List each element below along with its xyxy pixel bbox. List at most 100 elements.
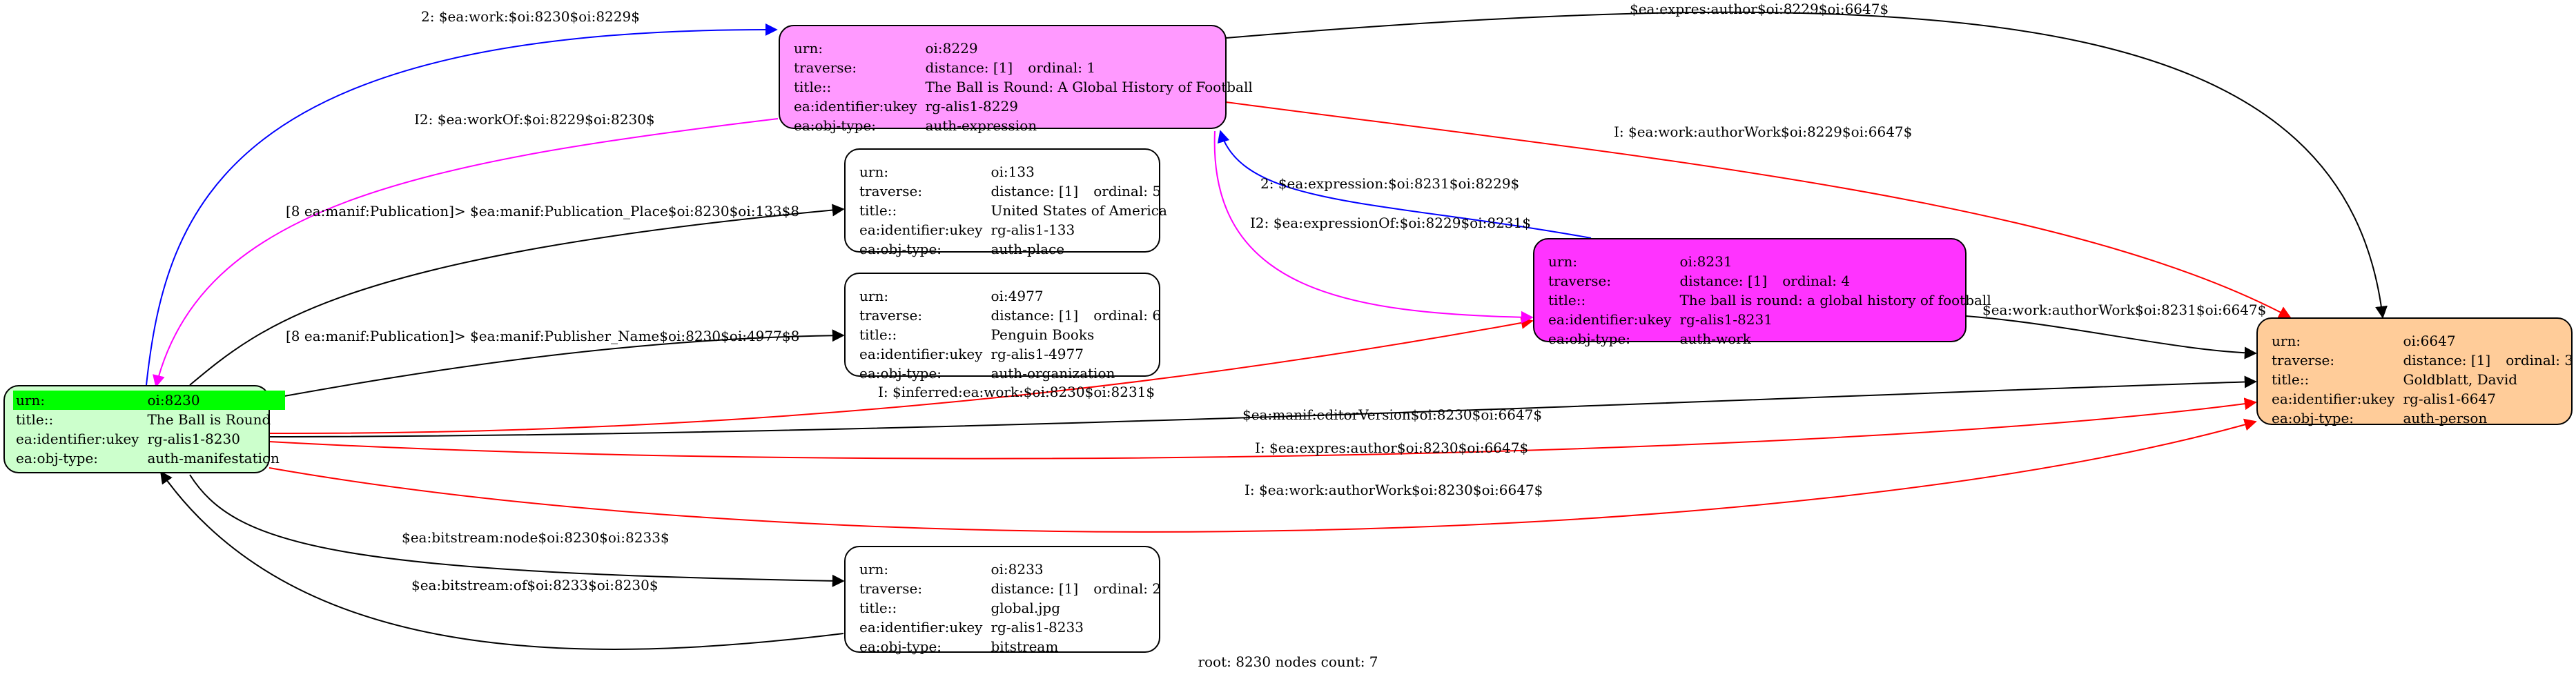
title-key: title:: — [16, 411, 54, 428]
obj-type-value: bitstream — [991, 638, 1059, 655]
ordinal-value: ordinal: 4 — [1782, 273, 1851, 289]
ukey-key: ea:identifier:ukey — [859, 619, 983, 636]
title-value: United States of America — [991, 202, 1167, 219]
urn-key: urn: — [859, 288, 889, 304]
urn-value: oi:8230 — [144, 391, 285, 410]
urn-row-highlight: urn:oi:8230 — [13, 391, 285, 410]
urn-value: oi:6647 — [2403, 333, 2456, 349]
ukey-key: ea:identifier:ukey — [2272, 391, 2395, 407]
node-oi-6647[interactable]: urn:oi:6647 traverse:distance: [1]ordina… — [2256, 317, 2574, 426]
traverse-key: traverse: — [859, 307, 923, 324]
edge-expres-author-8230 — [269, 397, 2257, 460]
edge-author-work-8229 — [1225, 101, 2292, 318]
traverse-key: traverse: — [859, 580, 923, 597]
ukey-value: rg-alis1-4977 — [991, 346, 1084, 362]
node-oi-8230-root[interactable]: urn:oi:8230 title::The Ball is Round ea:… — [3, 385, 285, 473]
ordinal-value: ordinal: 3 — [2506, 352, 2574, 368]
title-value: Penguin Books — [991, 326, 1095, 343]
edge-expressionof-8229-8231 — [1213, 130, 1534, 324]
label-expres-author-8229: $ea:expres:author$oi:8229$oi:6647$ — [1630, 1, 1889, 17]
ordinal-value: ordinal: 1 — [1028, 59, 1096, 76]
ukey-key: ea:identifier:ukey — [16, 431, 139, 447]
distance-value: distance: [1] — [1679, 273, 1768, 289]
label-work-8230-8229: 2: $ea:work:$oi:8230$oi:8229$ — [421, 8, 640, 25]
label-author-work-8230: I: $ea:work:authorWork$oi:8230$oi:6647$ — [1245, 482, 1543, 498]
title-key: title:: — [2272, 371, 2310, 388]
label-inferred-work: I: $inferred:ea:work:$oi:8230$oi:8231$ — [878, 384, 1155, 400]
distance-value: distance: [1] — [925, 59, 1013, 76]
edge-bitstream-node — [189, 474, 845, 587]
title-value: The ball is round: a global history of f… — [1679, 292, 1991, 308]
graph-footer: root: 8230 nodes count: 7 — [1198, 653, 1378, 670]
urn-key: urn: — [1548, 253, 1578, 270]
traverse-key: traverse: — [2272, 352, 2335, 368]
label-expres-author-8230: I: $ea:expres:author$oi:8230$oi:6647$ — [1255, 440, 1528, 456]
obj-type-key: ea:obj-type: — [859, 638, 942, 655]
label-expression-8231-8229: 2: $ea:expression:$oi:8231$oi:8229$ — [1260, 175, 1519, 192]
urn-value: oi:8229 — [925, 40, 978, 57]
label-publisher-name: [8 ea:manif:Publication]> $ea:manif:Publ… — [286, 328, 799, 344]
node-oi-8231[interactable]: urn: oi:8231 traverse: distance: [1] ordina… — [1533, 238, 1991, 347]
title-key: title:: — [794, 79, 832, 95]
label-workof-8229-8230: I2: $ea:workOf:$oi:8229$oi:8230$ — [414, 111, 655, 128]
ukey-value: rg-alis1-133 — [991, 222, 1075, 238]
ukey-value: rg-alis1-8230 — [147, 431, 240, 447]
urn-value: oi:8233 — [991, 561, 1044, 578]
obj-type-value: auth-expression — [925, 117, 1037, 134]
obj-type-value: auth-manifestation — [147, 450, 280, 466]
label-editor-version: $ea:manif:editorVersion$oi:8230$oi:6647$ — [1242, 406, 1542, 423]
traverse-key: traverse: — [794, 59, 857, 76]
urn-key: urn: — [859, 561, 889, 578]
label-author-work-8231: $ea:work:authorWork$oi:8231$oi:6647$ — [1982, 302, 2266, 318]
edge-author-work-8231 — [1965, 315, 2257, 360]
node-oi-4977[interactable]: urn:oi:4977 traverse:distance: [1]ordina… — [844, 273, 1162, 382]
urn-key: urn: — [859, 164, 889, 180]
edge-publication-place — [189, 204, 845, 386]
edge-expres-author-8229 — [1225, 11, 2388, 319]
ordinal-value: ordinal: 2 — [1093, 580, 1162, 597]
distance-value: distance: [1] — [991, 183, 1079, 199]
node-oi-133[interactable]: urn:oi:133 traverse:distance: [1]ordinal… — [844, 148, 1167, 257]
title-key: title:: — [1548, 292, 1586, 308]
title-key: title:: — [859, 600, 897, 616]
node-oi-8233[interactable]: urn:oi:8233 traverse:distance: [1]ordina… — [844, 546, 1162, 655]
title-key: title:: — [859, 202, 897, 219]
edge-publisher-name — [269, 329, 845, 400]
obj-type-key: ea:obj-type: — [859, 365, 942, 382]
obj-type-value: auth-place — [991, 241, 1065, 257]
label-expressionof-8229-8231: I2: $ea:expressionOf:$oi:8229$oi:8231$ — [1250, 215, 1531, 231]
title-value: The Ball is Round — [147, 411, 271, 428]
obj-type-key: ea:obj-type: — [16, 450, 99, 466]
ukey-value: rg-alis1-8229 — [925, 98, 1018, 115]
distance-value: distance: [1] — [991, 307, 1079, 324]
traverse-key: traverse: — [1548, 273, 1612, 289]
edge-expression-8231-8229 — [1217, 130, 1592, 239]
ordinal-value: ordinal: 5 — [1093, 183, 1162, 199]
title-value: global.jpg — [991, 600, 1060, 616]
edge-work-8230-8229 — [146, 23, 778, 386]
label-bitstream-of: $ea:bitstream:of$oi:8233$oi:8230$ — [411, 577, 658, 593]
obj-type-key: ea:obj-type: — [794, 117, 877, 134]
label-bitstream-node: $ea:bitstream:node$oi:8230$oi:8233$ — [402, 529, 670, 546]
urn-value: oi:8231 — [1679, 253, 1733, 270]
node-oi-8229[interactable]: urn:oi:8229 traverse:distance: [1]ordina… — [779, 25, 1253, 134]
title-value: Goldblatt, David — [2403, 371, 2518, 388]
edge-bitstream-of — [159, 471, 844, 650]
urn-key: urn: — [2272, 333, 2301, 349]
obj-type-key: ea:obj-type: — [2272, 410, 2354, 426]
ukey-value: rg-alis1-6647 — [2403, 391, 2496, 407]
urn-value: oi:133 — [991, 164, 1035, 180]
ukey-key: ea:identifier:ukey — [794, 98, 917, 115]
urn-key: urn: — [13, 391, 145, 410]
obj-type-value: auth-person — [2403, 410, 2488, 426]
ukey-value: rg-alis1-8233 — [991, 619, 1084, 636]
obj-type-value: auth-work — [1679, 331, 1751, 347]
ukey-key: ea:identifier:ukey — [859, 222, 983, 238]
ukey-key: ea:identifier:ukey — [859, 346, 983, 362]
obj-type-value: auth-organization — [991, 365, 1115, 382]
obj-type-key: ea:obj-type: — [1548, 331, 1631, 347]
edge-inferred-work — [269, 317, 1534, 435]
label-author-work-8229: I: $ea:work:authorWork$oi:8229$oi:6647$ — [1614, 124, 1912, 140]
ordinal-value: ordinal: 6 — [1093, 307, 1162, 324]
